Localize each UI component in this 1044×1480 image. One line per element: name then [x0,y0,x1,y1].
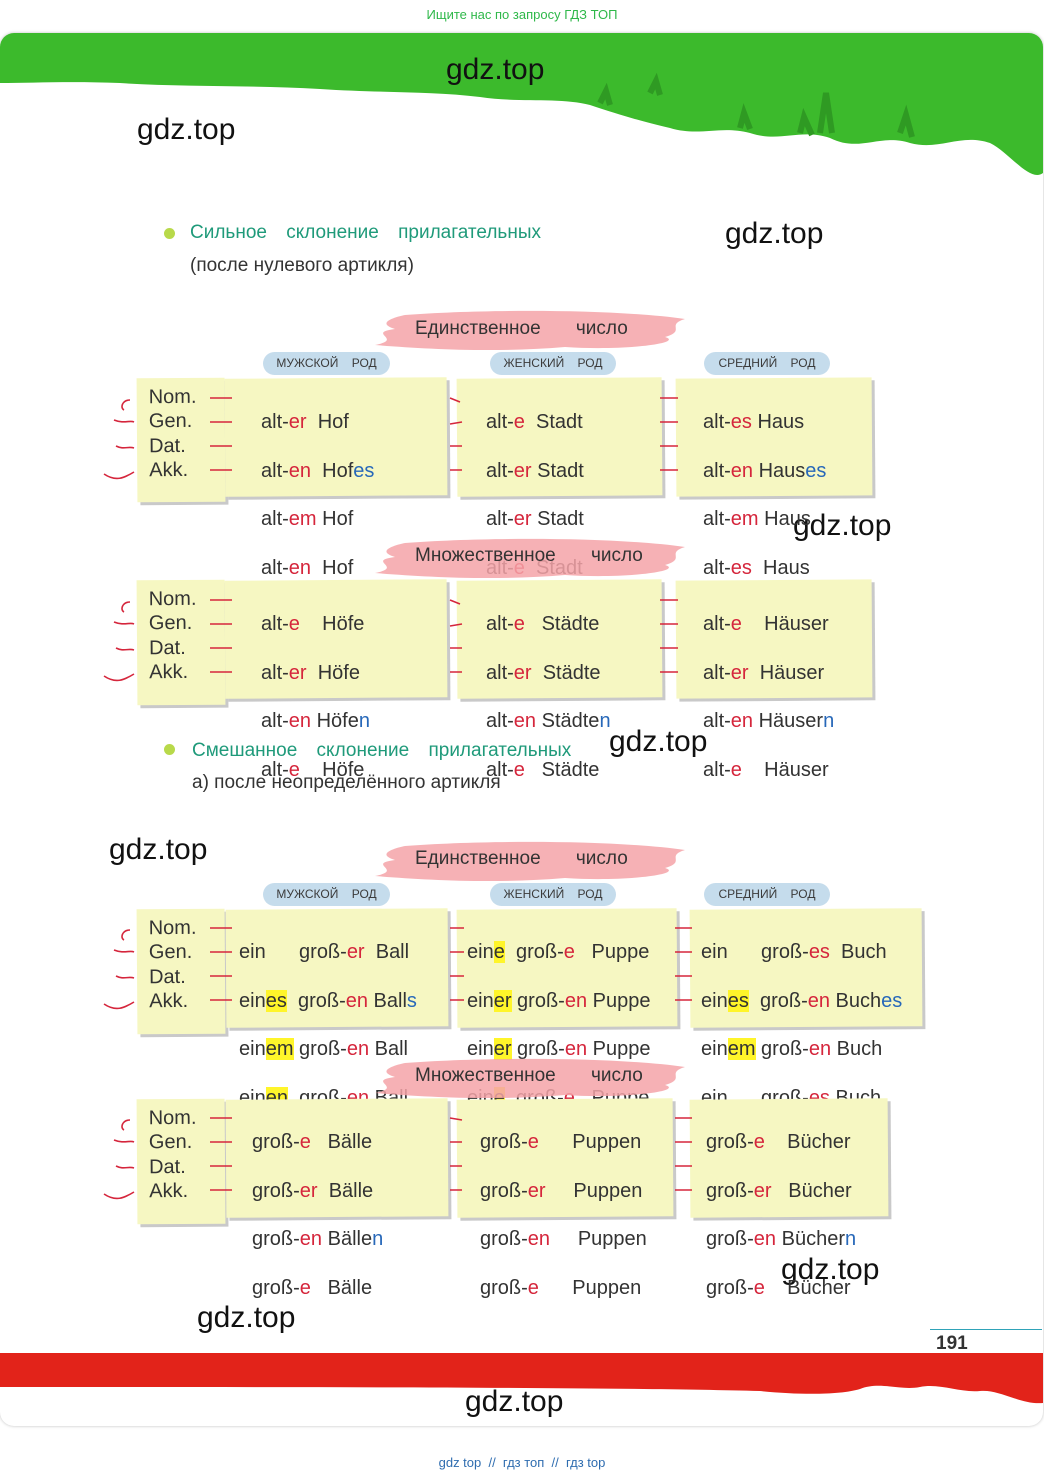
connector-squiggles [103,397,692,1200]
row: groß-e Puppen [480,1131,642,1154]
row: groß-e Bücher [706,1131,851,1154]
row: alt-er Stadt [486,459,584,482]
watermark: gdz.top [465,1385,564,1418]
row: eines groß-en Balls [239,989,417,1012]
gender-label-masc: МУЖСКОЙ РОД [263,883,390,906]
banner-brush [375,841,685,882]
red-footer-band [0,1353,1043,1404]
banner-brush [375,310,685,351]
row: groß-en Bällen [252,1228,384,1251]
gender-label-fem: ЖЕНСКИЙ РОД [490,883,616,906]
watermark: gdz.top [197,1301,296,1334]
declension-rows: alt-es Haus alt-en Hauses alt-em Haus al… [703,386,826,605]
gender-label-masc: МУЖСКОЙ РОД [263,352,390,375]
row: alt-en Hofes [261,459,375,482]
section-bullet [164,744,175,755]
row: alt-e Höfe [261,613,365,636]
row: alt-em Haus [703,508,811,531]
row: alt-es Haus [703,411,805,434]
row: alt-e Stadt [486,411,583,434]
banner-brush [375,1058,685,1099]
banner-plural: Множественное число [415,1065,643,1086]
row: alt-er Städte [486,661,601,684]
row: alt-es Haus [703,557,810,580]
row: alt-e Höfe [261,759,365,782]
row: alt-e Städte [486,613,600,636]
watermark: gdz.top [793,509,892,542]
row: ein groß-er Ball [239,941,410,964]
banner-singular: Единственное число [415,848,628,869]
row: alt-er Häuser [703,661,825,684]
row: alt-em Hof [261,508,354,531]
row: einer groß-en Puppe [467,1038,651,1061]
row: alt-en Häusern [703,710,835,733]
declension-rows: alt-e Höfe alt-er Höfe alt-en Höfen alt-… [261,588,370,807]
declension-rows: groß-e Bälle groß-er Bälle groß-en Bälle… [252,1106,383,1325]
row: ein groß-es Buch [701,941,887,964]
watermark: gdz.top [137,113,236,146]
watermark: gdz.top [781,1253,880,1286]
row: eine groß-e Puppe [467,941,650,964]
banner-brush [375,538,685,579]
row: groß-e Bücher [706,1277,851,1300]
row: groß-er Bälle [252,1179,374,1202]
declension-rows: alt-er Hof alt-en Hofes alt-em Hof alt-e… [261,386,374,605]
section-bullet [164,228,175,239]
row: alt-en Städten [486,710,611,733]
green-header-band [0,33,1043,176]
row: groß-e Bälle [252,1131,373,1154]
banner-singular: Единственное число [415,318,628,339]
declension-rows: groß-e Puppen groß-er Puppen groß-en Pup… [480,1106,647,1325]
row: alt-en Höfen [261,710,370,733]
section-subtitle: (после нулевого артикля) [190,255,414,276]
row: eines groß-en Buches [701,989,903,1012]
ending: er [288,411,307,434]
row: einem groß-en Ball [239,1038,408,1061]
page-number: 191 [936,1333,968,1354]
row: groß-er Bücher [706,1179,852,1202]
row: groß-e Puppen [480,1277,642,1300]
section-subtitle: а) после неопределённого артикля [192,772,501,793]
row: einem groß-en Buch [701,1038,883,1061]
row: alt-er Hof [261,411,349,434]
row: groß-er Puppen [480,1179,643,1202]
section-title: Сильное склонение прилагательных [190,222,541,243]
declension-rows: groß-e Bücher groß-er Bücher groß-en Büc… [706,1106,856,1325]
row: alt-e Städte [486,759,600,782]
watermark: gdz.top [109,833,208,866]
row: alt-er Höfe [261,661,360,684]
row: groß-en Büchern [706,1228,857,1251]
gender-label-neut: СРЕДНИЙ РОД [704,352,830,375]
section-title: Смешанное склонение прилагательных [192,740,572,761]
watermark: gdz.top [609,725,708,758]
adj: alt- [261,411,289,434]
declension-rows: alt-e Häuser alt-er Häuser alt-en Häuser… [703,588,834,807]
gender-label-fem: ЖЕНСКИЙ РОД [490,352,616,375]
gender-label-neut: СРЕДНИЙ РОД [704,883,830,906]
bottom-note: gdz top // гдз топ // гдз top [438,1455,606,1470]
declension-rows: alt-e Städte alt-er Städte alt-en Städte… [486,588,611,807]
row: alt-er Stadt [486,508,584,531]
row: groß-e Bälle [252,1277,373,1300]
page-number-rule [930,1329,1042,1330]
row: einer groß-en Puppe [467,989,651,1012]
row: alt-e Häuser [703,759,829,782]
row: alt-en Hof [261,557,354,580]
top-note: Ищите нас по запросу ГДЗ ТОП [426,7,618,22]
watermark: gdz.top [725,217,824,250]
banner-plural: Множественное число [415,545,643,566]
row: groß-en Puppen [480,1228,647,1251]
row: alt-en Hauses [703,459,827,482]
row: alt-e Häuser [703,613,829,636]
watermark: gdz.top [446,53,545,86]
